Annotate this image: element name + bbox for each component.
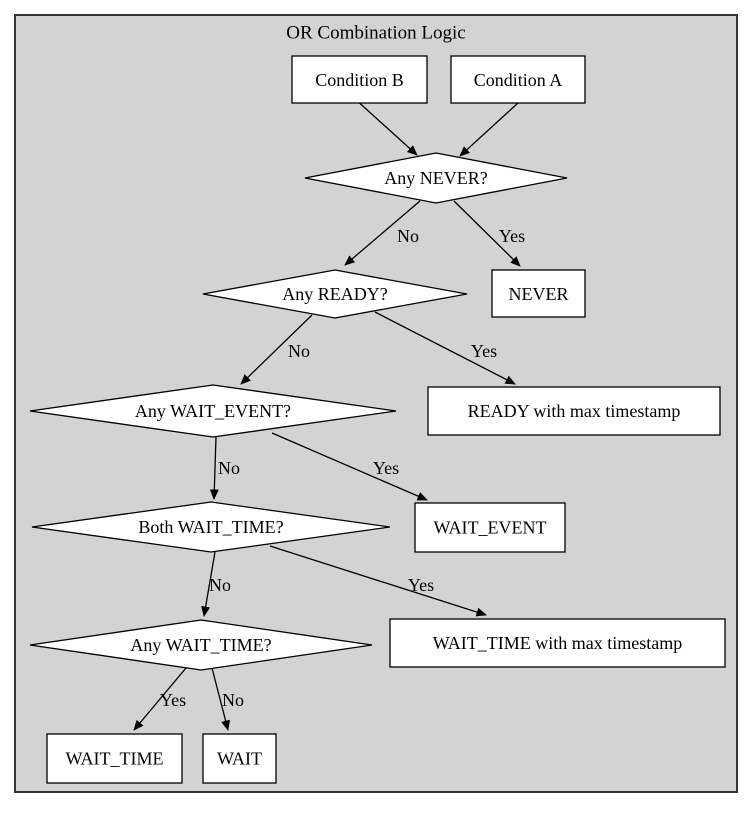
- node-label: Any NEVER?: [384, 168, 487, 188]
- edge-label-no: No: [222, 690, 244, 710]
- decision-any-never: Any NEVER?: [304, 152, 568, 204]
- diagram-title: OR Combination Logic: [286, 23, 465, 44]
- edge-both-wait-time-yes: [269, 545, 487, 617]
- node-condition-b: Condition B: [291, 55, 428, 104]
- edge-labels: No Yes No Yes No Yes No Yes Yes No: [160, 226, 525, 710]
- edge-condition-b-to-any-never: [359, 102, 418, 156]
- node-wait-event: WAIT_EVENT: [414, 502, 566, 553]
- edge-any-never-yes: [453, 200, 521, 267]
- decision-any-wait-time: Any WAIT_TIME?: [29, 619, 373, 671]
- edge-condition-a-to-any-never: [459, 102, 519, 157]
- edges: [133, 102, 521, 731]
- decision-any-wait-event: Any WAIT_EVENT?: [29, 384, 397, 438]
- edge-label-yes: Yes: [160, 690, 186, 710]
- edge-label-yes: Yes: [499, 226, 525, 246]
- node-label: WAIT_EVENT: [434, 518, 547, 538]
- edge-label-no: No: [288, 341, 310, 361]
- edge-label-no: No: [218, 458, 240, 478]
- node-label: WAIT_TIME: [66, 749, 164, 769]
- edge-any-wait-time-yes: [133, 667, 187, 731]
- node-label: Any WAIT_EVENT?: [135, 401, 291, 421]
- edge-both-wait-time-no: [201, 551, 216, 617]
- node-condition-a: Condition A: [450, 55, 586, 104]
- edge-any-ready-yes: [374, 311, 516, 385]
- node-label: NEVER: [509, 284, 569, 304]
- node-label: WAIT_TIME with max timestamp: [433, 633, 682, 653]
- node-ready-with-max-timestamp: READY with max timestamp: [427, 386, 721, 436]
- node-label: Condition B: [315, 70, 404, 90]
- decision-any-ready: Any READY?: [202, 269, 468, 319]
- node-label: READY with max timestamp: [468, 401, 681, 421]
- node-never: NEVER: [491, 269, 586, 318]
- edge-any-ready-no: [240, 314, 313, 385]
- node-wait: WAIT: [202, 733, 277, 784]
- edge-label-yes: Yes: [471, 341, 497, 361]
- edge-any-wait-event-no: [209, 436, 219, 500]
- edge-label-no: No: [209, 575, 231, 595]
- node-label: Any WAIT_TIME?: [130, 635, 271, 655]
- nodes: Condition B Condition A Any NEVER? NEVER…: [29, 55, 726, 784]
- node-label: WAIT: [217, 749, 262, 769]
- edge-label-yes: Yes: [408, 575, 434, 595]
- node-label: Condition A: [474, 70, 563, 90]
- decision-both-wait-time: Both WAIT_TIME?: [31, 501, 391, 553]
- edge-any-never-no: [344, 200, 421, 266]
- edge-any-wait-time-no: [211, 667, 230, 731]
- edge-label-yes: Yes: [373, 458, 399, 478]
- node-wait-time-with-max-timestamp: WAIT_TIME with max timestamp: [389, 618, 726, 668]
- node-label: Any READY?: [282, 284, 388, 304]
- node-wait-time: WAIT_TIME: [46, 733, 183, 784]
- node-label: Both WAIT_TIME?: [138, 517, 283, 537]
- edge-label-no: No: [397, 226, 419, 246]
- edge-any-wait-event-yes: [271, 432, 428, 501]
